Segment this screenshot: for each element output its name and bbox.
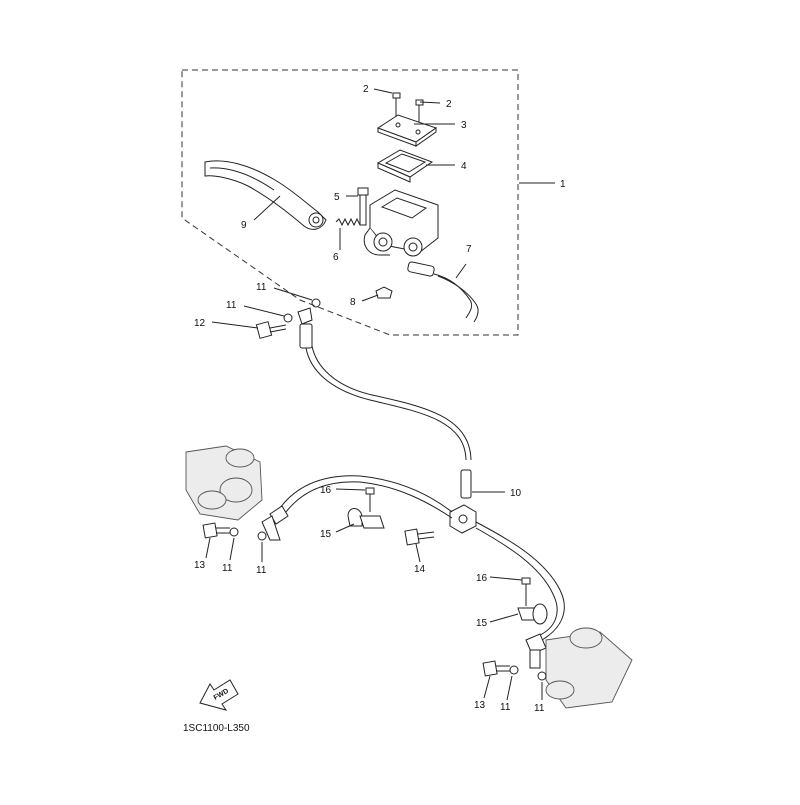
callout-9: 9 [241, 220, 247, 231]
callout-16a: 16 [320, 485, 332, 496]
master-cylinder-body [363, 189, 439, 257]
right-caliper [545, 627, 633, 709]
lever-spring [335, 217, 361, 227]
callout-8: 8 [350, 297, 356, 308]
callout-5: 5 [334, 192, 340, 203]
left-caliper [185, 445, 263, 521]
callout-3: 3 [461, 120, 467, 131]
right-banjo-set [482, 660, 547, 681]
pivot-bolt [357, 187, 369, 226]
fwd-arrow-icon: FWD [199, 679, 239, 711]
callout-14: 14 [414, 564, 426, 575]
callout-16b: 16 [476, 573, 488, 584]
right-brake-hose [475, 521, 565, 669]
callout-4: 4 [461, 161, 467, 172]
hose-clamp-left [347, 487, 385, 529]
brake-light-switch [407, 261, 479, 323]
callout-11c: 11 [222, 563, 233, 574]
left-brake-hose [261, 475, 453, 541]
callout-13a: 13 [194, 560, 206, 571]
callout-7: 7 [466, 244, 472, 255]
callout-13b: 13 [474, 700, 486, 711]
banjo-bolt-12 [255, 321, 287, 339]
callout-11d: 11 [256, 565, 267, 576]
brake-lever [204, 160, 327, 230]
callout-11e: 11 [500, 702, 511, 713]
hose-joint [449, 504, 477, 534]
leader-lines [205, 88, 555, 701]
left-banjo-set [202, 522, 267, 541]
callout-6: 6 [333, 252, 339, 263]
callout-11f: 11 [534, 703, 545, 714]
callout-2a: 2 [363, 84, 369, 95]
callout-2b: 2 [446, 99, 452, 110]
assembly-1-boundary [181, 69, 519, 336]
callout-11b: 11 [226, 300, 237, 311]
callout-1: 1 [560, 179, 566, 190]
diagram-code: 1SC1100-L350 [183, 723, 250, 734]
diaphragm [376, 149, 434, 183]
joint-bolt [404, 528, 435, 546]
hose-clamp-right [517, 577, 548, 625]
callout-15b: 15 [476, 618, 488, 629]
callout-15a: 15 [320, 529, 332, 540]
upper-washers [283, 298, 321, 323]
callout-10: 10 [510, 488, 522, 499]
reservoir-cap [376, 114, 438, 147]
upper-brake-hose [297, 307, 472, 499]
callout-11a: 11 [256, 282, 267, 293]
callout-12: 12 [194, 318, 206, 329]
switch-boot [375, 286, 393, 299]
